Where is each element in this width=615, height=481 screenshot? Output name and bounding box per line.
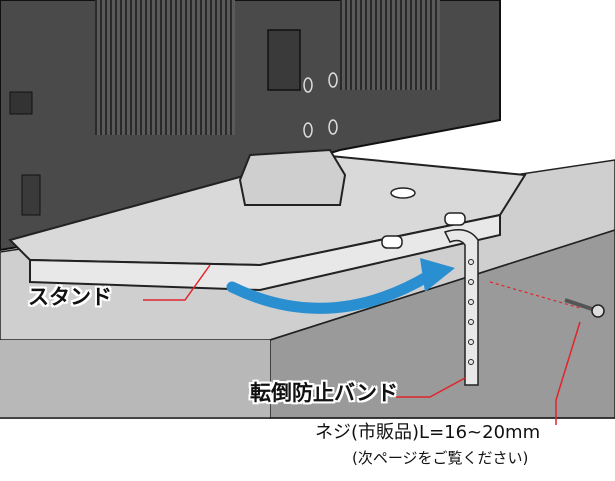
anti-tip-band bbox=[443, 229, 479, 386]
side-bracket bbox=[9, 91, 33, 115]
band-anchor bbox=[381, 235, 403, 249]
tv-body bbox=[0, 0, 501, 252]
stand-neck bbox=[238, 148, 347, 206]
screw-label: ネジ(市販品)L=16~20mm bbox=[315, 422, 541, 443]
stand bbox=[8, 148, 527, 292]
stand-hole bbox=[390, 187, 416, 199]
leader-lines bbox=[143, 264, 581, 425]
band-anchor bbox=[444, 212, 466, 226]
curved-arrow-icon bbox=[226, 258, 455, 314]
screw-hole bbox=[303, 77, 313, 93]
see-next-page-note: (次ページをご覧ください) bbox=[352, 449, 529, 467]
vent-grille-left bbox=[95, 0, 235, 135]
side-bracket bbox=[21, 174, 41, 216]
vent-grille-right bbox=[340, 0, 440, 90]
screw-hole bbox=[303, 122, 313, 138]
rear-panel-slot bbox=[267, 29, 301, 91]
anti-tip-band-label: 転倒防止バンド bbox=[250, 381, 399, 405]
stand-label: スタンド bbox=[28, 285, 112, 309]
screw-hole bbox=[328, 119, 338, 135]
screw-hole bbox=[328, 72, 338, 88]
screw-icon bbox=[489, 281, 605, 318]
